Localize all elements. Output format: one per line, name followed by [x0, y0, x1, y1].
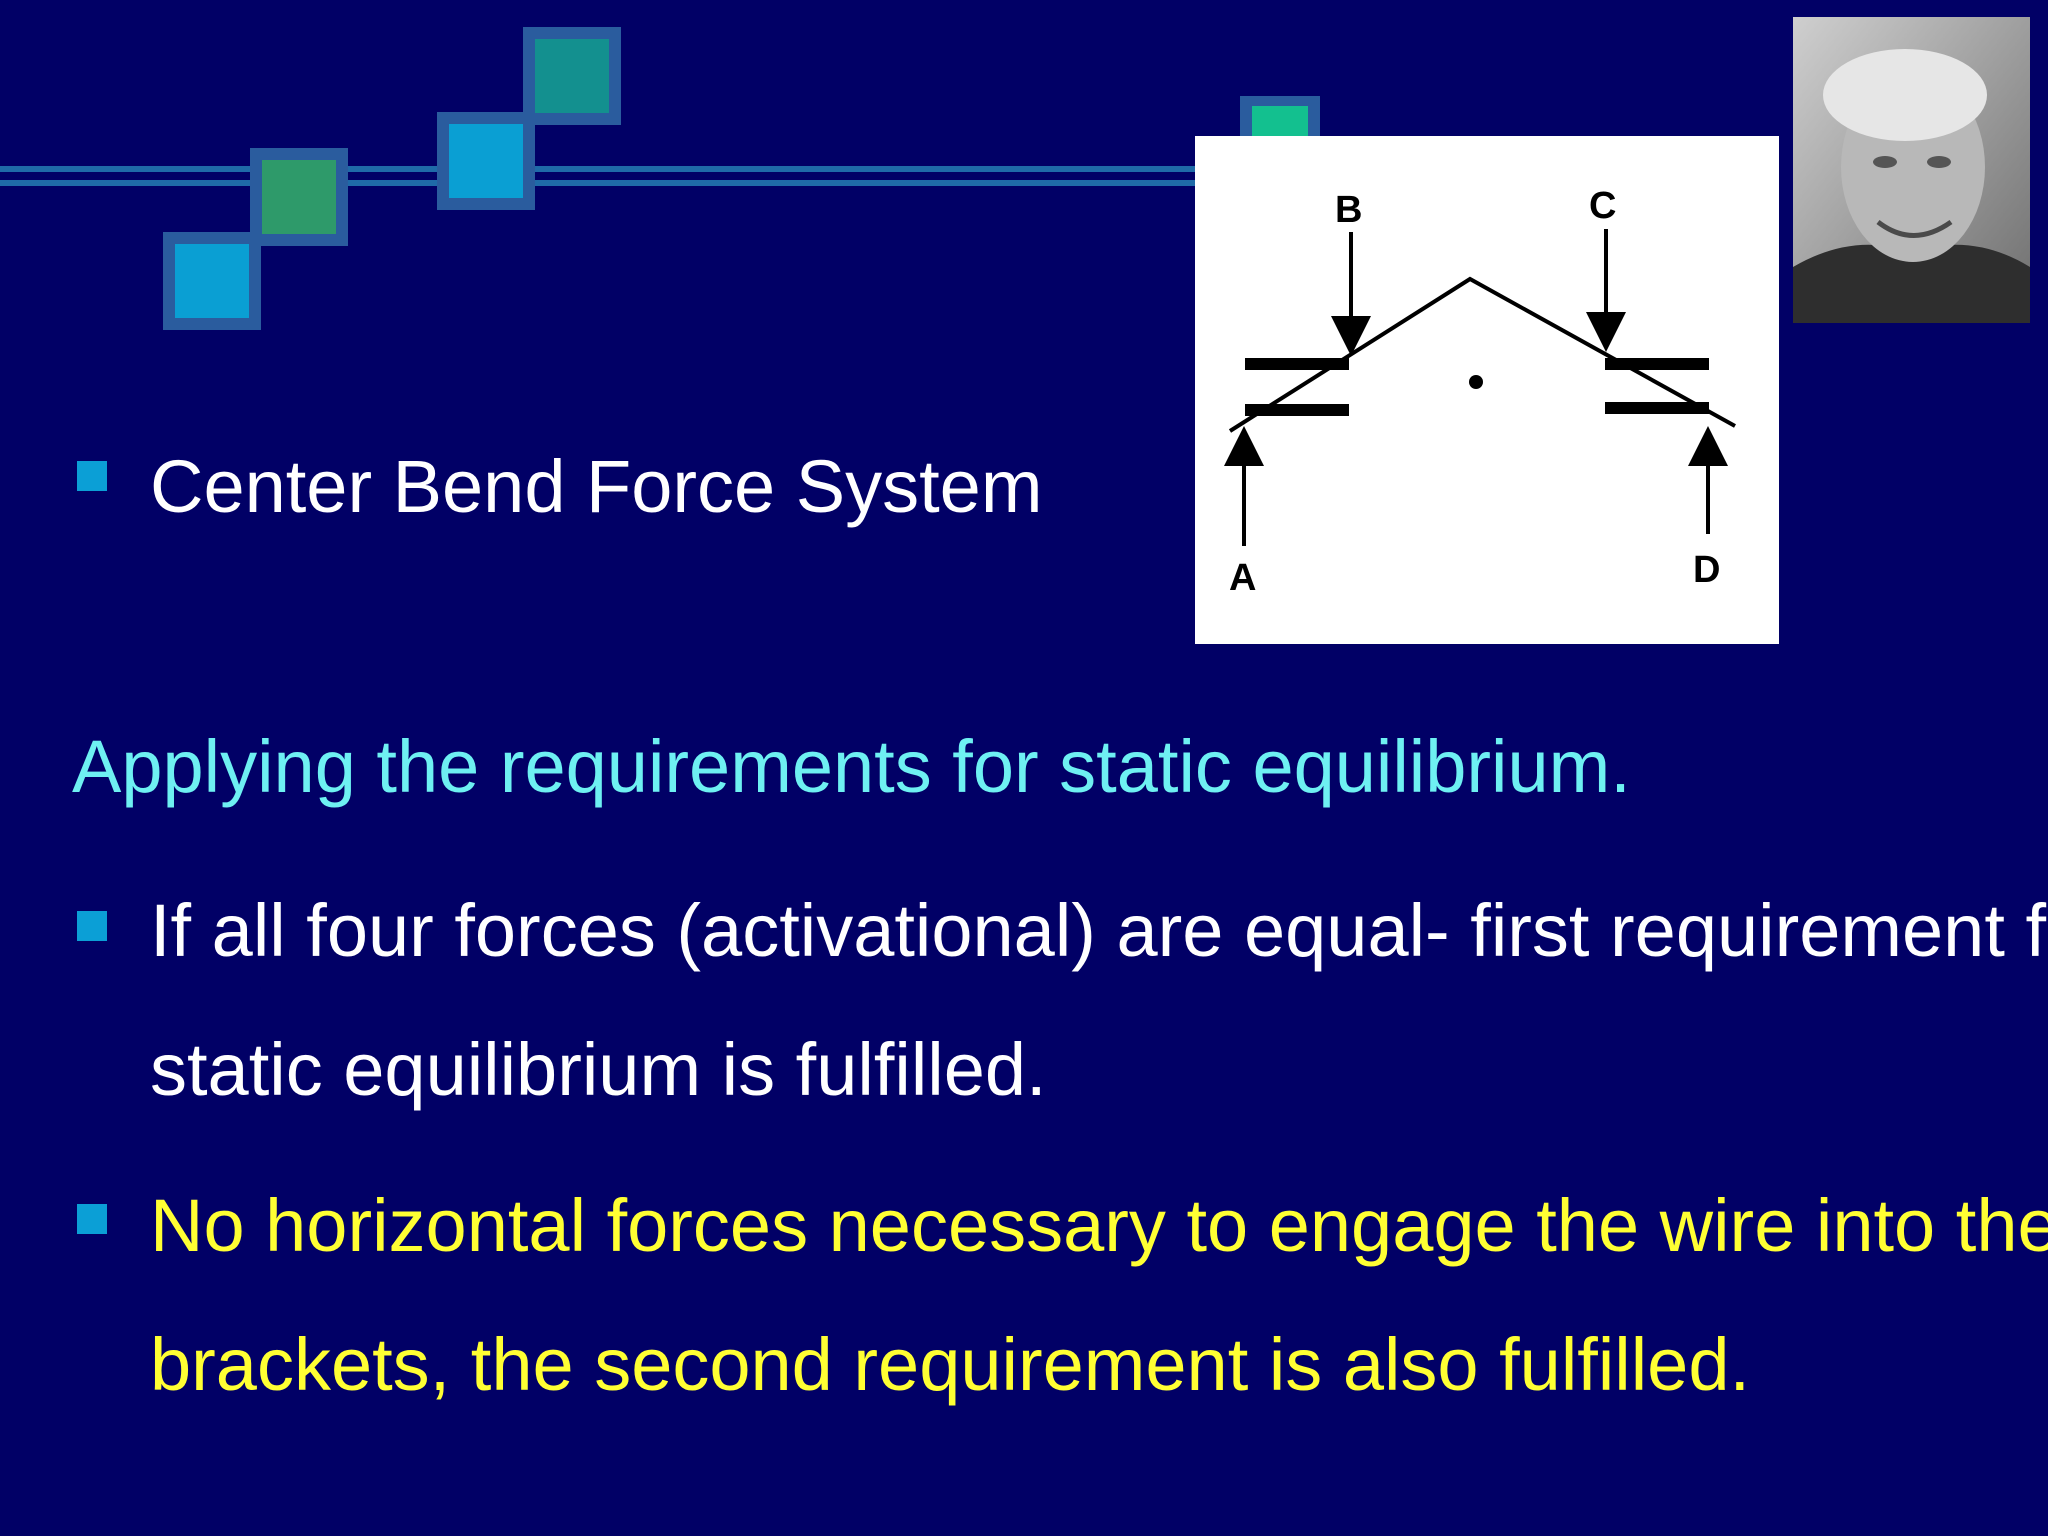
bullet-center-bend: Center Bend Force System [150, 445, 1043, 528]
left-bracket-top [1245, 358, 1349, 370]
diagram-svg: A B C D [1224, 185, 1736, 599]
right-bracket-top [1605, 358, 1709, 370]
bullet-marker-2 [77, 911, 107, 941]
bullet-four-forces-line2: static equilibrium is fulfilled. [150, 1028, 1047, 1111]
header-decoration [0, 27, 1360, 330]
label-a: A [1229, 557, 1256, 599]
label-d: D [1693, 549, 1720, 591]
label-b: B [1335, 189, 1362, 231]
bullet-marker-1 [77, 461, 107, 491]
bullet-four-forces-line1: If all four forces (activational) are eq… [150, 889, 2048, 972]
label-c: C [1589, 185, 1616, 227]
subtitle-equilibrium: Applying the requirements for static equ… [72, 725, 1631, 808]
bullet-horizontal-forces-line2: brackets, the second requirement is also… [150, 1323, 1751, 1406]
right-bracket-bottom [1605, 402, 1709, 414]
left-bracket-bottom [1245, 404, 1349, 416]
center-point [1469, 375, 1483, 389]
portrait-photo [1793, 17, 2030, 323]
wire [1228, 276, 1736, 433]
center-bend-diagram: A B C D [1195, 136, 1779, 644]
bullet-marker-3 [77, 1204, 107, 1234]
bullet-horizontal-forces-line1: No horizontal forces necessary to engage… [150, 1184, 2048, 1267]
